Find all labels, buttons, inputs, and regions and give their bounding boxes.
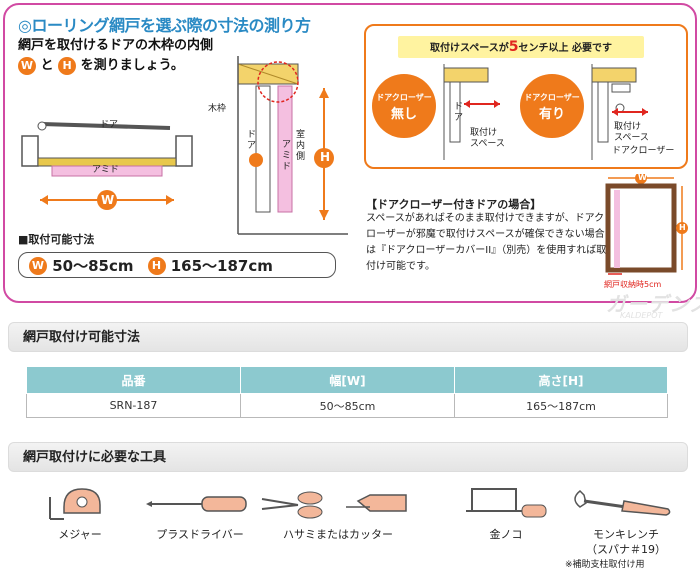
intro-and: と [40, 58, 54, 73]
space-label-2: スペース [470, 139, 505, 149]
fig-frame-label: 木枠 [208, 104, 227, 114]
range-box: W 50〜85cm H 165〜187cm [18, 252, 336, 278]
spec-header-width: 幅[W] [240, 366, 455, 394]
range-h: H 165〜187cm [147, 255, 273, 276]
range-w-icon: W [29, 257, 47, 275]
screwdriver-icon [146, 496, 247, 512]
range-h-icon: H [147, 257, 166, 275]
range-h-value: 165〜187cm [170, 256, 273, 275]
watermark-logo: ガーデンズ [606, 292, 700, 316]
spec-header-height: 高さ[H] [454, 366, 668, 394]
closer-none-space-label: 取付けスペース [470, 128, 505, 150]
table-row: SRN-187 50〜85cm 165〜187cm [26, 393, 668, 418]
closer-none-door-label: ドア [454, 102, 464, 123]
tool-label-scissors: ハサミまたはカッター [283, 528, 393, 541]
spec-header-model: 品番 [26, 366, 241, 394]
frame-w-label: W [638, 173, 647, 182]
tool-label-wrench: モンキレンチ （スパナ＃19） [566, 527, 686, 557]
tape-measure-icon [49, 488, 101, 520]
space-number: 5 [508, 39, 519, 55]
door-top-view-diagram [21, 121, 193, 210]
closer-none-bubble: ドアクローザー 無し [372, 74, 436, 138]
closer-label: ドアクローザー [612, 146, 675, 156]
wrench-sub: （スパナ＃19） [586, 543, 666, 556]
spec-table: 品番 幅[W] 高さ[H] SRN-187 50〜85cm 165〜187cm [26, 366, 668, 418]
range-heading: ■取付可能寸法 [18, 233, 95, 246]
frame-caption: 網戸収納時5cm [604, 280, 662, 289]
closer-none-small: ドアクローザー [376, 93, 432, 102]
scissors-cutter-icon [261, 491, 407, 519]
spec-section-header: 網戸取付け可能寸法 [8, 322, 688, 352]
range-w-value: 50〜85cm [52, 256, 134, 275]
space-prefix: 取付けスペースが [429, 43, 509, 54]
closer-yes-space-label: 取付けスペース [614, 122, 649, 144]
hacksaw-icon [466, 488, 547, 518]
fig-h-label: H [320, 150, 331, 164]
tool-label-hacksaw: 金ノコ [489, 528, 523, 541]
spec-cell-model: SRN-187 [26, 393, 241, 418]
closer-none-diagram [443, 64, 500, 160]
tool-label-tape: メジャー [58, 528, 102, 541]
space-requirement: 取付けスペースが5センチ以上 必要です [398, 36, 644, 58]
fig-indoor-label: 室内側 [296, 130, 306, 162]
wrench-icon [574, 489, 671, 516]
tools-section-header: 網戸取付けに必要な工具 [8, 442, 688, 472]
closer-yes-big: 有り [538, 107, 565, 122]
wrench-name: モンキレンチ [593, 528, 659, 541]
closer-note-title: 【ドアクローザー付きドアの場合】 [366, 198, 542, 211]
w-badge: W [18, 56, 36, 75]
closer-yes-bubble: ドアクローザー 有り [520, 74, 584, 138]
panel-title: ◎ローリング網戸を選ぶ際の寸法の測り方 [18, 16, 311, 35]
h-badge: H [58, 56, 77, 75]
space-label-2b: スペース [614, 133, 649, 143]
space-label-1b: 取付け [614, 122, 642, 132]
intro-line1: 網戸を取付けるドアの木枠の内側 [18, 38, 214, 53]
closer-note-body: スペースがあればそのまま取付けできますが、ドアクローザーが邪魔で取付けスペースが… [366, 213, 607, 272]
range-w: W 50〜85cm [29, 255, 134, 276]
door-side-view-diagram [237, 56, 348, 235]
fig-door-vertical-label: ドア [247, 130, 257, 151]
fig-w-label: W [101, 193, 115, 207]
tool-note: ※補助支柱取付け用 [565, 560, 645, 570]
spec-cell-width: 50〜85cm [240, 393, 455, 418]
spec-cell-height: 165〜187cm [454, 393, 668, 418]
frame-diagram [605, 174, 688, 275]
intro-end: を測りましょう。 [80, 58, 184, 73]
closer-yes-small: ドアクローザー [524, 93, 580, 102]
intro-text: 網戸を取付けるドアの木枠の内側 W と H を測りましょう。 [18, 36, 213, 76]
tool-label-screwdriver: プラスドライバー [156, 528, 244, 541]
fig-door-label: ドア [100, 120, 119, 130]
closer-yes-diagram [591, 64, 648, 160]
space-label-1: 取付け [470, 128, 498, 138]
closer-none-big: 無し [390, 107, 417, 122]
fig-amido-vertical-label: アミド [282, 140, 292, 172]
watermark-sub: KALDEPOT [620, 311, 663, 320]
fig-amido-label: アミド [92, 165, 119, 175]
spec-header-row: 品番 幅[W] 高さ[H] [26, 366, 668, 394]
intro-line2: W と H を測りましょう。 [18, 56, 213, 76]
space-suffix: センチ以上 必要です [518, 43, 613, 54]
frame-h-label: H [679, 223, 686, 232]
